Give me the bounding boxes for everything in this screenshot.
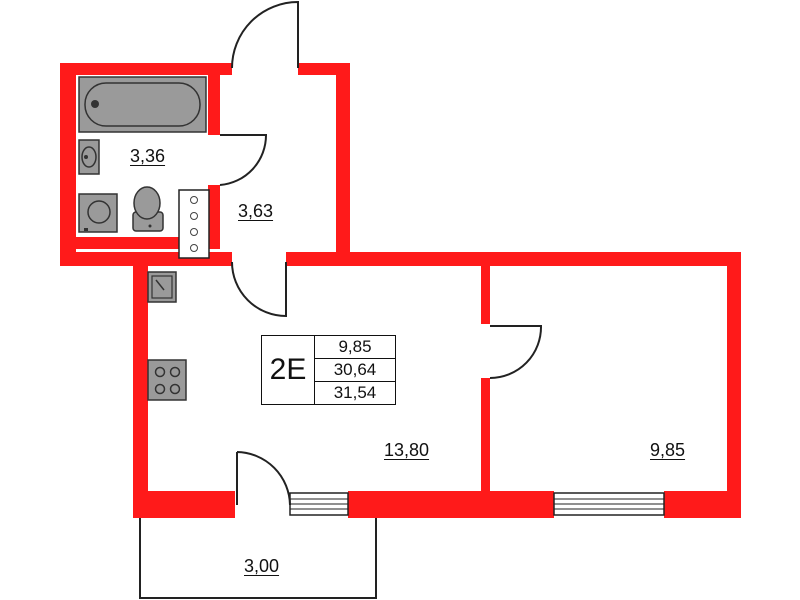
area-kitchen-living: 13,80 <box>384 440 430 460</box>
washing-machine-icon <box>78 193 118 233</box>
window-kitchen <box>289 492 349 516</box>
apartment-code: 2E <box>262 336 315 404</box>
door-bedroom <box>489 325 543 379</box>
wall-bath-inner <box>66 75 70 240</box>
area-balcony: 3,00 <box>244 556 280 576</box>
wall-main-left <box>133 252 148 510</box>
stove-icon <box>147 359 187 401</box>
wall-hall-bottom-right <box>286 252 741 266</box>
area-hallway: 3,63 <box>238 201 274 221</box>
area-summary-box: 2E 9,85 30,64 31,54 <box>261 335 396 405</box>
balcony-outline <box>139 518 377 599</box>
door-balcony <box>236 451 291 506</box>
toilet-icon <box>132 186 164 232</box>
wall-main-right <box>727 252 741 514</box>
wardrobe <box>178 189 210 259</box>
walls <box>60 63 741 518</box>
wall-bottom-mid <box>348 491 554 518</box>
wall-bath-right <box>208 75 220 135</box>
wall-partition-upper <box>481 262 490 324</box>
area-bathroom: 3,36 <box>130 146 166 166</box>
kitchen-sink-icon <box>147 271 177 303</box>
bathtub-icon <box>78 76 207 133</box>
wall-bottom-left <box>133 491 235 518</box>
summary-total-area: 30,64 <box>315 359 395 382</box>
door-hall-kitchen <box>231 261 287 318</box>
wall-bath-top <box>60 63 232 75</box>
wall-partition-bottom <box>481 485 490 495</box>
wall-bath-right-lower <box>208 185 220 240</box>
sink-icon <box>78 139 100 175</box>
door-bathroom <box>219 134 268 186</box>
wall-partition-lower <box>481 378 490 493</box>
summary-living-area: 9,85 <box>315 336 395 359</box>
door-entrance <box>231 0 299 69</box>
area-bedroom: 9,85 <box>650 440 686 460</box>
doors <box>219 0 543 506</box>
wall-hall-right <box>336 63 350 263</box>
window-bedroom <box>553 492 665 516</box>
summary-total-with-balcony: 31,54 <box>333 383 377 402</box>
wall-bottom-right <box>664 491 741 518</box>
